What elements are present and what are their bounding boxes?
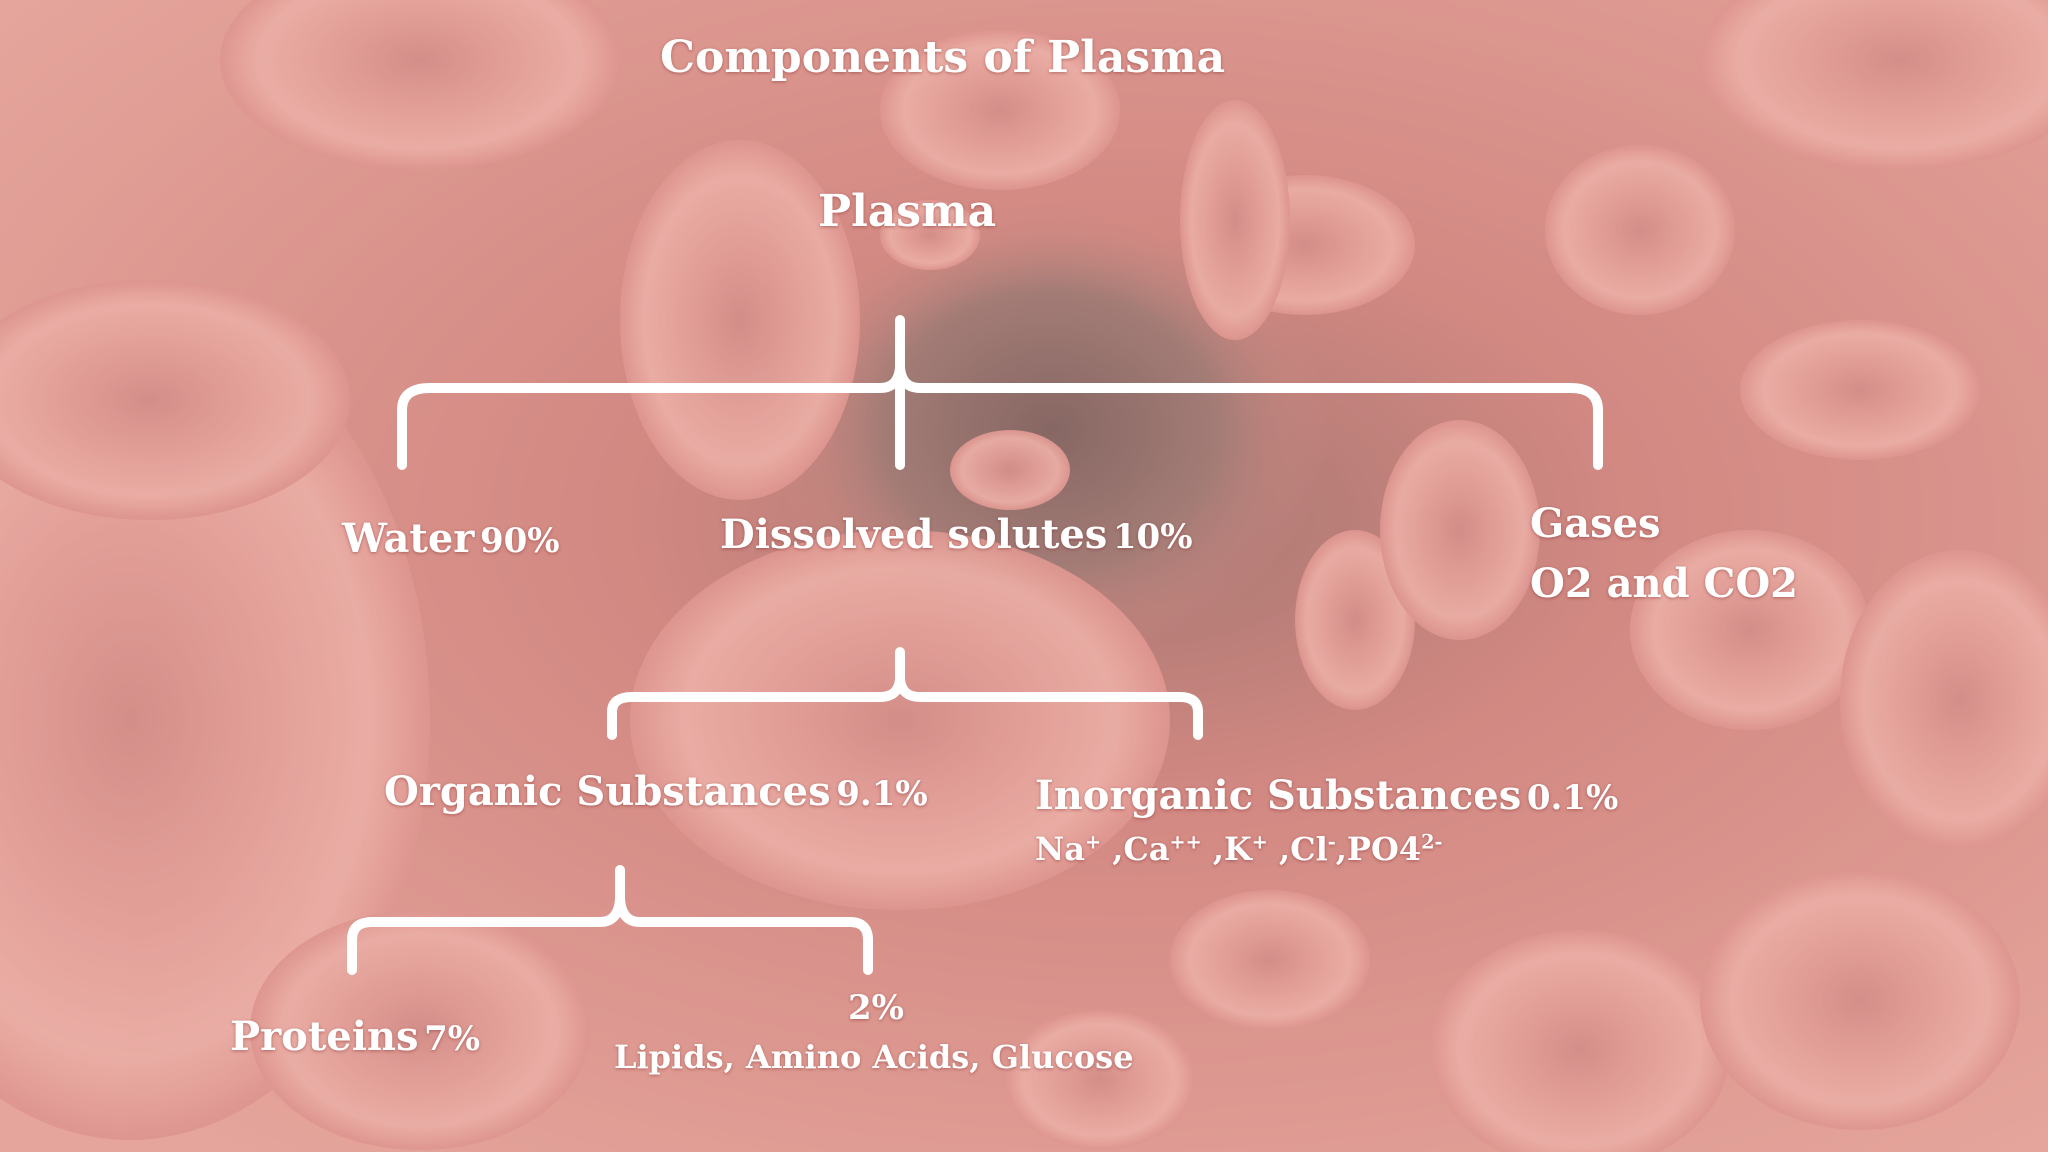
plasma-label: Plasma bbox=[818, 186, 997, 237]
ion-potassium: K+ , bbox=[1223, 830, 1291, 868]
gases-label: Gases bbox=[1530, 500, 1661, 547]
ion-chloride: Cl-, bbox=[1290, 830, 1347, 868]
inorganic-node: Inorganic Substances 0.1% bbox=[1035, 772, 1618, 819]
ion-list: Na+ ,Ca++ ,K+ ,Cl-,PO42- bbox=[1035, 830, 1442, 868]
inorganic-label: Inorganic Substances bbox=[1035, 772, 1522, 819]
dissolved-label: Dissolved solutes bbox=[720, 511, 1108, 558]
proteins-node: Proteins 7% bbox=[230, 1013, 480, 1060]
organic-label: Organic Substances bbox=[384, 768, 831, 815]
other-detail: Lipids, Amino Acids, Glucose bbox=[614, 1038, 1134, 1076]
organic-bracket bbox=[347, 865, 873, 975]
water-label: Water bbox=[342, 515, 475, 562]
dissolved-percent: 10% bbox=[1112, 517, 1193, 557]
proteins-label: Proteins bbox=[230, 1013, 419, 1060]
inorganic-percent: 0.1% bbox=[1526, 778, 1619, 818]
dissolved-bracket bbox=[607, 647, 1203, 740]
plasma-bracket bbox=[397, 315, 1603, 470]
other-percent: 2% bbox=[848, 988, 904, 1028]
ion-phosphate: PO42- bbox=[1346, 830, 1443, 868]
dissolved-node: Dissolved solutes 10% bbox=[720, 511, 1193, 558]
water-node: Water 90% bbox=[342, 515, 560, 562]
water-percent: 90% bbox=[479, 521, 560, 561]
gases-detail: O2 and CO2 bbox=[1530, 560, 1799, 607]
organic-percent: 9.1% bbox=[836, 774, 928, 814]
page-title: Components of Plasma bbox=[660, 32, 1226, 83]
ion-sodium: Na+ , bbox=[1035, 830, 1124, 868]
ion-calcium: Ca++ , bbox=[1123, 830, 1224, 868]
proteins-percent: 7% bbox=[424, 1019, 481, 1059]
organic-node: Organic Substances 9.1% bbox=[384, 768, 928, 815]
